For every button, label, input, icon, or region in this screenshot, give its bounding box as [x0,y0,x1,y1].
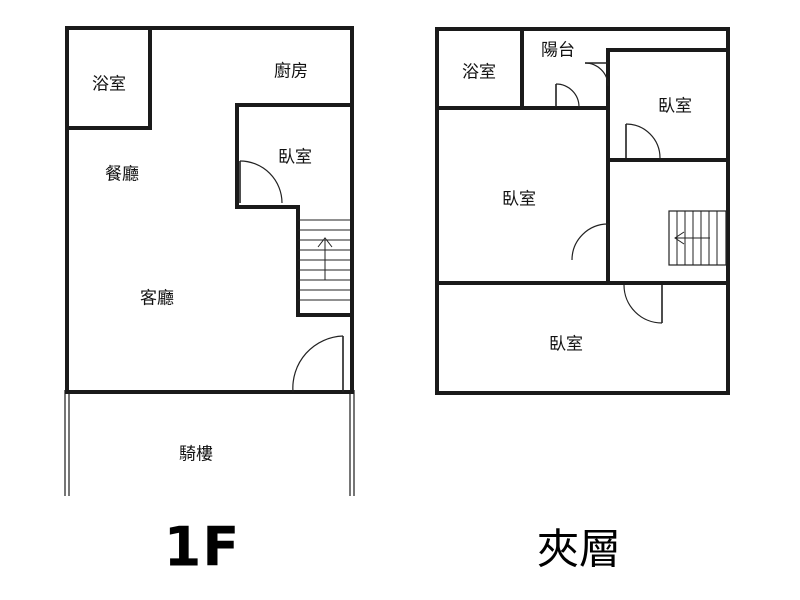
plan-mezz-south-bedroom-door [623,284,663,324]
room-label-mezz-balcony: 陽台 [541,40,575,61]
plan-1f-stair [296,205,354,317]
room-label-mezz-bedroom-s: 臥室 [549,334,583,355]
stair-arrow-head [317,237,333,248]
plan-1f-arcade-walls [64,390,355,496]
plan-mezzanine [435,27,730,395]
room-label-1f-kitchen: 廚房 [274,61,308,82]
plan-1f-bedroom-door [239,160,283,204]
plan-mezz-balcony-walls [520,48,730,110]
room-label-mezz-bedroom-w: 臥室 [502,189,536,210]
plan-1f-outer-walls [65,26,354,394]
plan-mezz-ne-bedroom-door [625,123,661,159]
mezz-stair-arrow-head [674,231,685,245]
plan-mezz-west-bedroom-door [571,223,609,261]
room-label-1f-bathroom: 浴室 [92,74,126,95]
room-label-1f-living: 客廳 [140,288,174,309]
room-label-1f-arcade: 騎樓 [179,444,213,465]
room-label-1f-bedroom: 臥室 [278,147,312,168]
plan-title-1f: 1F [163,515,241,579]
plan-mezz-balcony-inner-door [555,83,580,108]
plan-1f-entry-door [292,335,344,393]
plan-mezz-balcony-door [584,62,609,87]
room-label-mezz-bedroom-ne: 臥室 [658,96,692,117]
room-label-1f-dining: 餐廳 [105,164,139,185]
plan-title-mezzanine: 夾層 [536,524,622,574]
room-label-mezz-bathroom: 浴室 [462,62,496,83]
plan-mezz-outer-walls [435,27,730,395]
plan-1f-bedroom-walls [235,103,354,209]
plan-1f [64,26,355,496]
plan-1f-bathroom-walls [65,26,152,130]
plan-mezz-stair [668,210,727,266]
